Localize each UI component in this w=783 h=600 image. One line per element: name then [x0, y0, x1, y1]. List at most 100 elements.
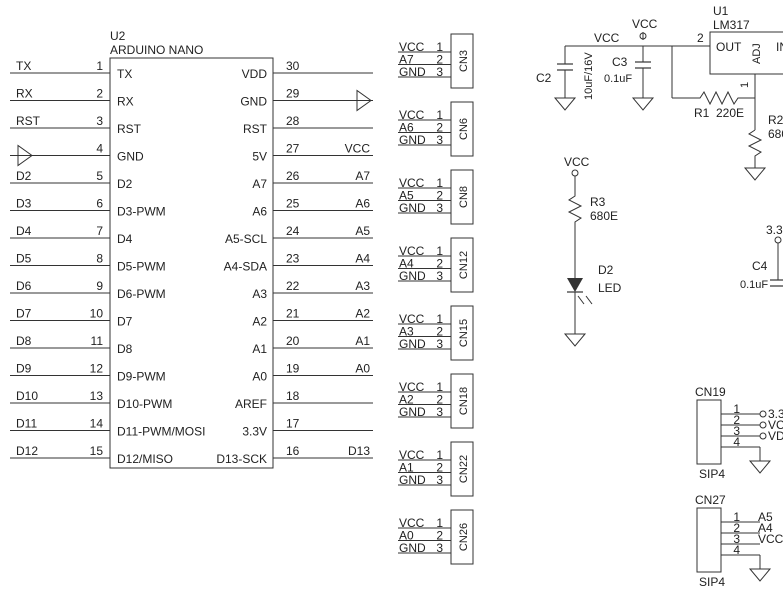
connector-pin-number: 2 [436, 189, 443, 203]
r3-ref: R3 [590, 195, 606, 209]
u2-pin-name: GND [240, 95, 267, 109]
u2-pin-number: 24 [286, 224, 300, 238]
connector-net-label: VCC [399, 380, 425, 394]
r1-value: 220E [716, 106, 744, 120]
d2-led-body [567, 278, 583, 292]
u2-pin-name: A0 [252, 370, 267, 384]
u2-pin-number: 8 [96, 252, 103, 266]
u2-pin-name: A7 [252, 177, 267, 191]
u2-pin-name: VDD [242, 67, 268, 81]
sip-pin-number: 1 [733, 510, 740, 524]
net-label-rx: RX [16, 87, 33, 101]
connector-body [450, 33, 474, 89]
connector-net-label: VCC [399, 516, 425, 530]
sip-net-terminal [759, 432, 767, 440]
connector-pin-number: 1 [436, 312, 443, 326]
u2-pin-number: 28 [286, 114, 300, 128]
connector-net-label: A4 [399, 257, 414, 271]
d2-ground-symbol [563, 333, 587, 347]
net-label-a7: A7 [355, 169, 370, 183]
r1-resistor [672, 90, 755, 106]
connector-pin-number: 2 [436, 325, 443, 339]
u2-pin-17: 173.3V [242, 417, 373, 439]
u2-pin-name: 3.3V [242, 425, 267, 439]
u2-pin-number: 7 [96, 224, 103, 238]
connector-ref: CN12 [458, 251, 470, 279]
connector-net-label: A5 [399, 189, 414, 203]
u2-pin-name: RST [117, 122, 142, 136]
connector-pin-number: 1 [436, 516, 443, 530]
u2-left-pins: 1TXTX2RXRX3RSTRST4GND5D2D26D3-PWMD37D4D4… [10, 59, 205, 466]
power-supply-section: VCC VCC C2 10uF/16V C3 0.1uF U1 LM317 OU… [536, 4, 783, 347]
net-label-a5: A5 [355, 224, 370, 238]
u2-pin-name: D8 [117, 342, 133, 356]
net-label-d5: D5 [16, 252, 32, 266]
vcc-net-label: VCC [594, 31, 620, 45]
v33-label: 3.3 [766, 223, 783, 237]
u2-pin-name: AREF [235, 397, 267, 411]
c3-ground-symbol [631, 97, 655, 111]
u2-pin-name: RX [117, 95, 134, 109]
sip-net-label: VC [768, 418, 783, 432]
connector-pin-number: 3 [436, 269, 443, 283]
connector-net-label: A6 [399, 121, 414, 135]
sip-pin-number: 2 [733, 521, 740, 535]
r2-value: 680 [768, 127, 783, 141]
u2-pin-number: 10 [90, 307, 104, 321]
sip-net-terminal [759, 421, 767, 429]
u2-ref-label: U2 [110, 29, 126, 43]
r2-ref: R2 [768, 113, 783, 127]
sip-body [696, 507, 722, 573]
u1-ref: U1 [713, 4, 729, 18]
vcc-symbol-circle [639, 32, 647, 40]
net-label-a6: A6 [355, 197, 370, 211]
connector-net-label: GND [399, 201, 426, 215]
connector-pin-number: 1 [436, 40, 443, 54]
connector-body [450, 169, 474, 225]
connector-pin-number: 3 [436, 405, 443, 419]
sip-net-label: VCC [758, 532, 783, 546]
c2-value: 10uF/16V [583, 52, 595, 100]
sip-type: SIP4 [699, 467, 725, 481]
c4-ref: C4 [752, 259, 768, 273]
net-label-d9: D9 [16, 362, 32, 376]
r2-resistor [747, 129, 763, 168]
c2-ground-symbol [553, 97, 577, 111]
connector-pin-number: 3 [436, 473, 443, 487]
net-label-d10: D10 [16, 389, 38, 403]
c3-value: 0.1uF [604, 73, 632, 85]
sip-ref: CN19 [695, 385, 726, 399]
connector-pin-number: 2 [436, 121, 443, 135]
d2-led-ray2 [585, 295, 593, 305]
u2-pin-number: 16 [286, 444, 300, 458]
u2-pin-name: GND [117, 150, 144, 164]
net-label-d4: D4 [16, 224, 32, 238]
connector-pin-number: 1 [436, 380, 443, 394]
lm317-in-label: IN [776, 40, 783, 54]
connector-net-label: A1 [399, 461, 414, 475]
connector-pin-number: 1 [436, 176, 443, 190]
connector-net-label: GND [399, 269, 426, 283]
u2-pin-number: 19 [286, 362, 300, 376]
u2-name-label: ARDUINO NANO [110, 43, 203, 57]
connector-pin-number: 2 [436, 393, 443, 407]
u2-pin-number: 18 [286, 389, 300, 403]
net-label-d12: D12 [16, 444, 38, 458]
net-label-a2: A2 [355, 307, 370, 321]
gnd-arrow-right [356, 89, 372, 112]
net-label-d7: D7 [16, 307, 32, 321]
connector-net-label: VCC [399, 108, 425, 122]
u2-pin-name: D7 [117, 315, 133, 329]
u2-pin-name: RST [243, 122, 268, 136]
connector-net-label: A0 [399, 529, 414, 543]
